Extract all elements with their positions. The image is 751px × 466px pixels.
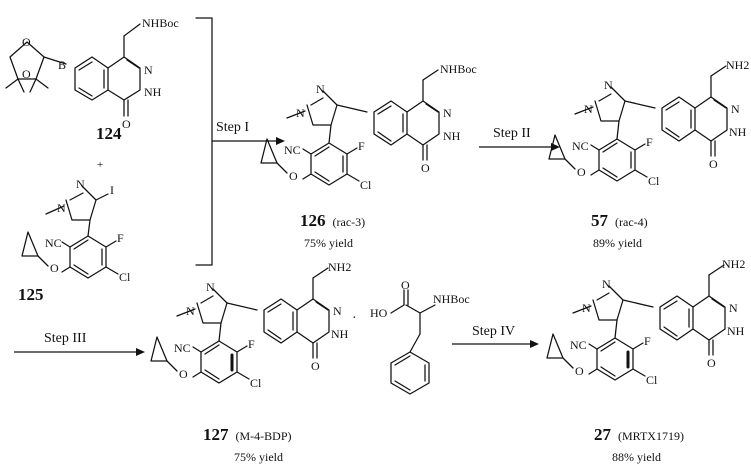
compound-127-structure xyxy=(150,267,330,384)
plus-sign: + xyxy=(97,159,103,171)
group-nitrile: NC xyxy=(174,341,191,355)
atom-f: F xyxy=(644,334,651,348)
atom-n: N xyxy=(333,304,342,318)
atom-n: N xyxy=(582,301,591,315)
atom-cl: Cl xyxy=(119,270,131,284)
group-nh2: NH2 xyxy=(722,257,745,271)
atom-n: N xyxy=(731,102,740,116)
compound-27-descriptor: (MRTX1719) xyxy=(618,429,684,443)
compound-number-126: 126 xyxy=(300,211,326,230)
atom-f: F xyxy=(358,139,365,153)
group-nh2: NH2 xyxy=(726,58,749,72)
compound-126-structure xyxy=(260,69,440,186)
atom-o: O xyxy=(401,278,410,292)
atom-o: O xyxy=(122,117,131,131)
boc-phenylalanine-structure xyxy=(390,289,436,395)
atom-o: O xyxy=(311,359,320,373)
atom-o: O xyxy=(575,364,584,378)
atom-cl: Cl xyxy=(648,174,660,188)
group-nh: NH xyxy=(729,125,747,139)
atom-o: O xyxy=(50,261,59,275)
step-3-arrowhead xyxy=(136,348,145,356)
group-nhboc: NHBoc xyxy=(433,292,470,306)
atom-n: N xyxy=(144,63,153,77)
atom-n: N xyxy=(584,102,593,116)
atom-o: O xyxy=(22,35,31,49)
atom-n: N xyxy=(186,304,195,318)
atom-o: O xyxy=(577,165,586,179)
step-3-label: Step III xyxy=(44,331,87,346)
group-ho: HO xyxy=(370,306,388,320)
compound-126-yield: 75% yield xyxy=(304,236,353,250)
group-nh: NH xyxy=(331,327,349,341)
atom-n: N xyxy=(729,301,738,315)
compound-126-caption: 126 (rac-3) xyxy=(300,211,365,230)
atom-o: O xyxy=(179,367,188,381)
compound-127-caption: 127 (M-4-BDP) xyxy=(203,425,292,444)
compound-57-yield: 89% yield xyxy=(593,236,642,250)
compound-number-124: 124 xyxy=(96,124,122,143)
step-1-label: Step I xyxy=(216,120,249,135)
group-nh: NH xyxy=(144,85,162,99)
compound-number-27: 27 xyxy=(594,425,612,444)
compound-57-descriptor: (rac-4) xyxy=(615,215,648,229)
atom-n: N xyxy=(443,106,452,120)
compound-27-yield: 88% yield xyxy=(612,450,661,464)
group-nh: NH xyxy=(443,129,461,143)
atom-cl: Cl xyxy=(360,178,372,192)
group-nh2: NH2 xyxy=(328,260,351,274)
atom-cl: Cl xyxy=(646,373,658,387)
reactant-bracket xyxy=(195,17,213,266)
compound-57-structure xyxy=(548,65,728,182)
atom-f: F xyxy=(248,337,255,351)
group-nitrile: NC xyxy=(284,143,301,157)
atom-o: O xyxy=(22,67,31,81)
atom-n: N xyxy=(206,280,215,294)
compound-number-57: 57 xyxy=(591,211,609,230)
compound-126-descriptor: (rac-3) xyxy=(333,215,366,229)
group-nhboc: NHBoc xyxy=(440,62,477,76)
atom-n: N xyxy=(76,177,85,191)
compound-27-structure xyxy=(546,264,726,381)
compound-127-yield: 75% yield xyxy=(234,450,283,464)
compound-57-caption: 57 (rac-4) xyxy=(591,211,648,230)
compound-124-structure xyxy=(5,23,141,117)
compound-27-caption: 27 (MRTX1719) xyxy=(594,425,684,444)
group-nitrile: NC xyxy=(572,139,589,153)
atom-i: I xyxy=(110,183,114,197)
group-nhboc: NHBoc xyxy=(142,16,179,30)
atom-n: N xyxy=(602,277,611,291)
atom-b: B xyxy=(58,58,66,72)
atom-o: O xyxy=(707,356,716,370)
atom-f: F xyxy=(646,135,653,149)
group-nitrile: NC xyxy=(45,236,62,250)
compound-125-structure xyxy=(21,185,119,279)
atom-o: O xyxy=(289,169,298,183)
group-nitrile: NC xyxy=(570,338,587,352)
atom-n: N xyxy=(57,201,66,215)
atom-o: O xyxy=(421,161,430,175)
step-4-label: Step IV xyxy=(472,324,515,339)
compound-number-127: 127 xyxy=(203,425,229,444)
atom-cl: Cl xyxy=(250,376,262,390)
compound-number-125: 125 xyxy=(18,285,44,304)
compound-127-descriptor: (M-4-BDP) xyxy=(236,429,292,443)
group-nh: NH xyxy=(727,324,745,338)
step-1-arrowhead xyxy=(276,137,285,145)
step-2-label: Step II xyxy=(493,126,531,141)
atom-n: N xyxy=(604,78,613,92)
atom-f: F xyxy=(117,231,124,245)
step-2-arrowhead xyxy=(551,143,560,151)
atom-n: N xyxy=(316,82,325,96)
atom-o: O xyxy=(709,157,718,171)
salt-dot: · xyxy=(352,311,357,326)
step-4-arrowhead xyxy=(530,340,539,348)
atom-n: N xyxy=(296,106,305,120)
